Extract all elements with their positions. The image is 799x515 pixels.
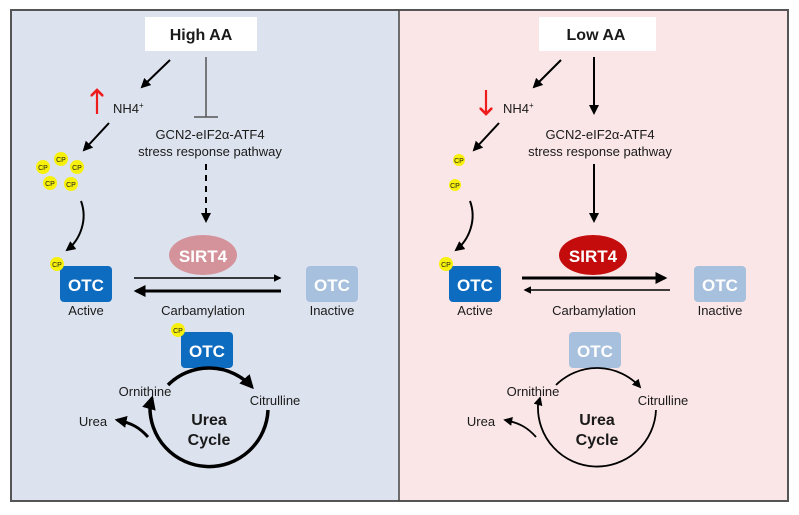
citrulline-label: Citrulline [250,393,301,408]
nh4-label: NH4+ [113,101,144,116]
svg-text:CP: CP [173,328,183,335]
pathway-line2: stress response pathway [528,144,672,159]
svg-text:CP: CP [441,262,451,269]
arrow-nh4-to-cp [82,122,110,152]
cp-pool: CP CP [449,154,465,191]
arrow-aa-to-nh4 [140,59,171,89]
urea-label: Urea [79,414,108,429]
pathway-line1: GCN2-eIF2α-ATF4 [155,127,264,142]
cycle-otc-label: OTC [577,342,613,361]
cp-molecule: CP [453,154,465,166]
cp-molecule: CP [64,177,78,191]
cycle-otc-box [181,332,233,368]
ornithine-label: Ornithine [119,384,172,399]
carbamylation-label: Carbamylation [552,303,636,318]
svg-text:CP: CP [56,157,66,164]
sirt4-ellipse [559,235,627,275]
condition-label: Low AA [567,27,626,44]
svg-text:CP: CP [454,158,464,165]
svg-text:CP: CP [52,262,62,269]
cp-molecule: CP [43,176,57,190]
cp-pool: CP CP CP CP CP [36,152,84,191]
urea-cycle-ring-lower [533,396,657,468]
cp-molecule: CP [54,152,68,166]
cp-molecule: CP [449,179,461,191]
urea-label: Urea [467,414,496,429]
cp-molecule: CP [439,257,453,271]
svg-text:CP: CP [72,165,82,172]
arrow-cp-to-otc [65,200,85,252]
cycle-title-line1: Urea [191,412,227,429]
sirt4-label: SIRT4 [569,247,618,266]
cp-molecule: CP [70,160,84,174]
pathway-line1: GCN2-eIF2α-ATF4 [545,127,654,142]
otc-inactive-label: OTC [314,276,350,295]
condition-label: High AA [170,27,233,44]
nh4-label: NH4+ [503,101,534,116]
svg-text:CP: CP [66,182,76,189]
condition-box [539,17,656,51]
active-label: Active [68,303,103,318]
svg-text:CP: CP [450,183,460,190]
sirt4-label: SIRT4 [179,247,228,266]
urea-out-arrow [503,417,537,438]
cycle-otc-box [569,332,621,368]
urea-out-arrow [114,416,150,439]
citrulline-label: Citrulline [638,393,689,408]
ornithine-label: Ornithine [507,384,560,399]
inactive-label: Inactive [310,303,355,318]
inactive-label: Inactive [698,303,743,318]
cp-molecule: CP [171,323,185,337]
arrow-aa-to-nh4 [532,59,562,89]
cycle-title-line2: Cycle [188,432,231,449]
urea-cycle-ring [166,366,254,390]
otc-inactive-box [694,266,746,302]
otc-inactive-box [306,266,358,302]
arrow-nh4-to-cp [472,122,500,152]
low-panel-content: Low AA NH4+ GCN2-eIF2α-ATF4 stress respo… [439,17,746,468]
otc-inactive-label: OTC [702,276,738,295]
otc-active-label: OTC [457,276,493,295]
cycle-title-line2: Cycle [576,432,619,449]
sirt4-ellipse [169,235,237,275]
active-label: Active [457,303,492,318]
svg-text:CP: CP [38,165,48,172]
otc-active-box [449,266,501,302]
pathway-line2: stress response pathway [138,144,282,159]
cp-molecule: CP [36,160,50,174]
svg-text:CP: CP [45,181,55,188]
otc-active-box [60,266,112,302]
carbamylation-label: Carbamylation [161,303,245,318]
urea-cycle-ring-lower [142,395,270,469]
otc-active-label: OTC [68,276,104,295]
urea-cycle-ring [555,367,642,389]
cycle-otc-label: OTC [189,342,225,361]
condition-box [145,17,257,51]
high-panel-content: High AA NH4+ GCN2-eIF2α-ATF4 stress resp… [36,17,358,469]
cycle-title-line1: Urea [579,412,615,429]
arrow-cp-to-otc [454,200,474,252]
cp-molecule: CP [50,257,64,271]
